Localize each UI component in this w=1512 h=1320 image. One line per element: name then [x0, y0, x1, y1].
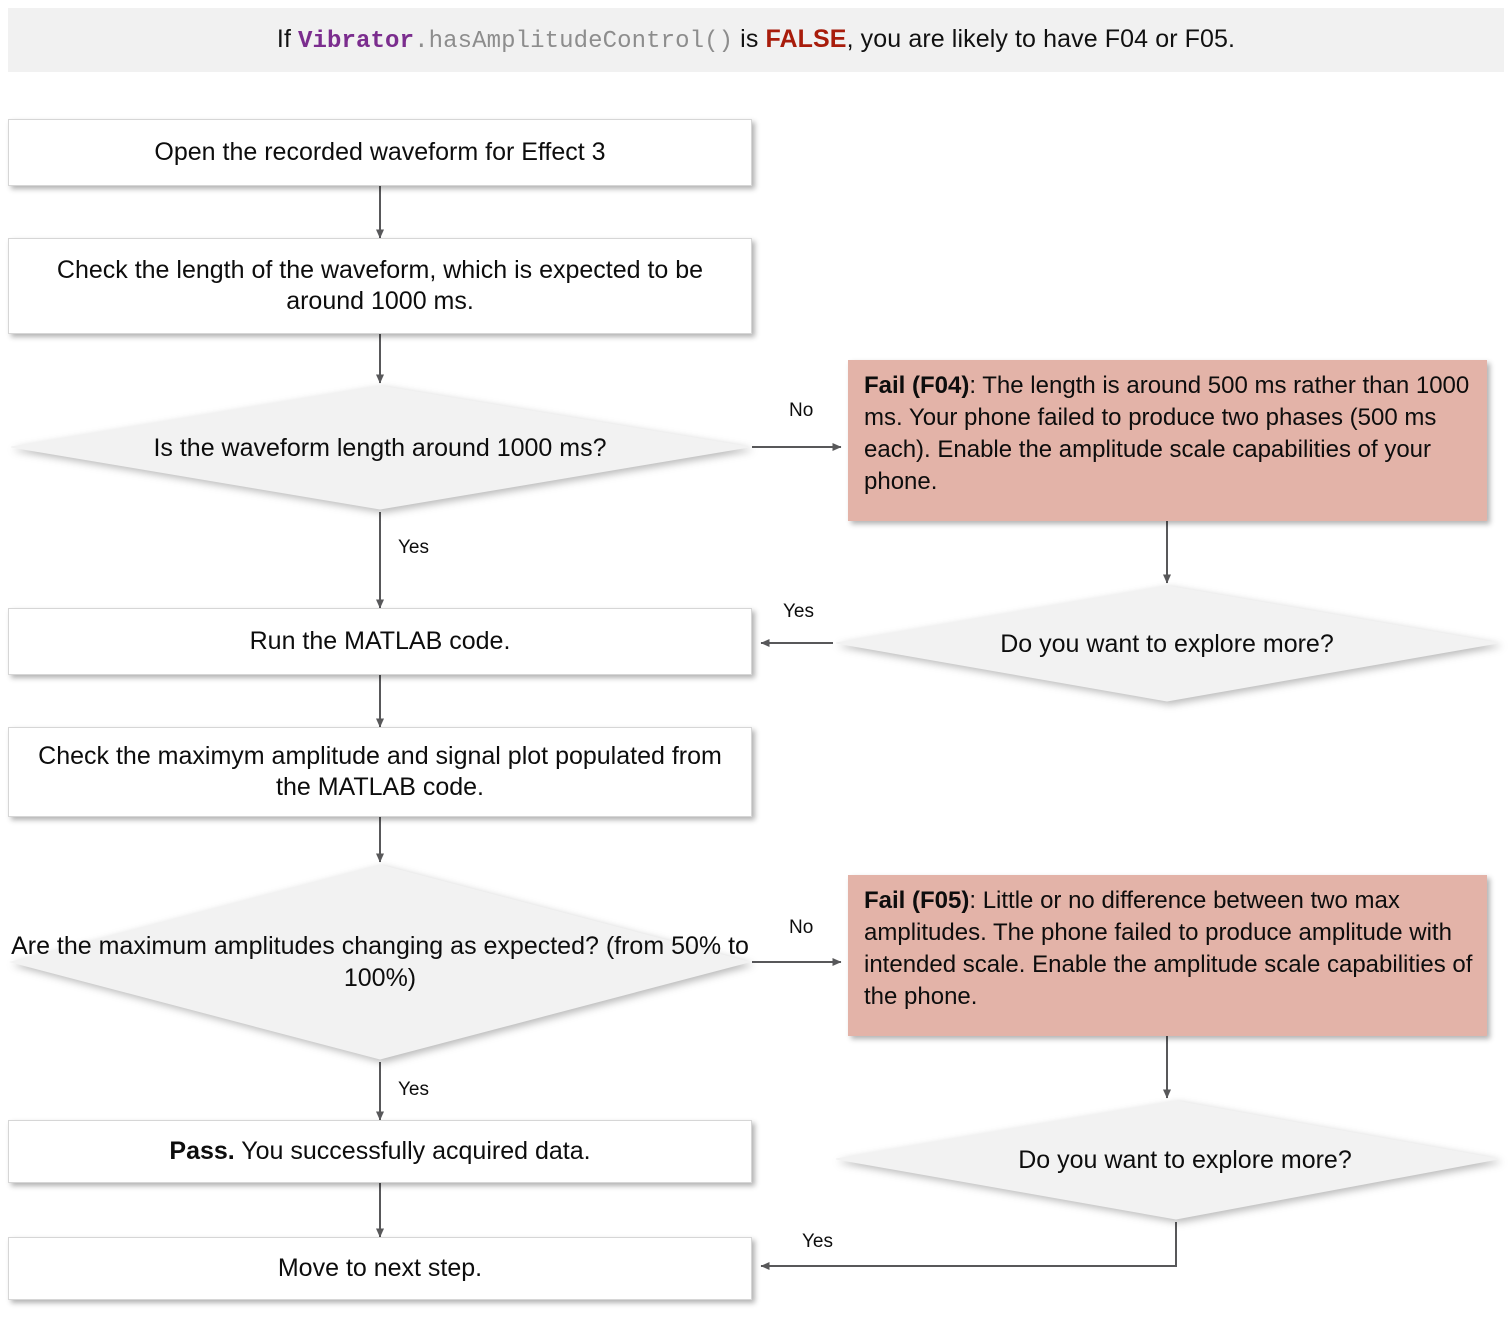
fail-box-f04-code: Fail (F04) [864, 372, 970, 399]
edge-label-yes-explore-1: Yes [783, 601, 814, 622]
header-text: If Vibrator.hasAmplitudeControl() is FAL… [277, 25, 1235, 55]
process-move-next[interactable]: Move to next step. [8, 1237, 752, 1300]
decision-waveform-length-shape [10, 385, 750, 510]
fail-box-f04: Fail (F04): The length is around 500 ms … [848, 360, 1487, 521]
header-code-class: Vibrator [298, 28, 415, 55]
process-check-amplitude-label: Check the maximym amplitude and signal p… [38, 741, 722, 801]
process-run-matlab[interactable]: Run the MATLAB code. [8, 608, 752, 675]
process-move-next-label: Move to next step. [277, 1253, 483, 1282]
edge-label-yes-2: Yes [398, 1079, 429, 1100]
process-pass-keyword: Pass. [169, 1136, 235, 1165]
edge-label-no-1: No [789, 400, 814, 421]
fail-box-f05-code: Fail (F05) [864, 887, 970, 914]
decision-amplitudes-changing-shape [9, 864, 751, 1060]
process-pass[interactable]: Pass. You successfully acquired data. [8, 1120, 752, 1183]
header-middle: is [733, 25, 766, 53]
decision-explore-more-2[interactable]: Do you want to explore more? [833, 1098, 1501, 1222]
header-prefix: If [276, 25, 299, 53]
fail-box-f05-text: Little or no difference between two max … [864, 887, 1473, 1010]
header-boolean-value: FALSE [765, 25, 847, 53]
header-banner: If Vibrator.hasAmplitudeControl() is FAL… [8, 8, 1504, 72]
process-run-matlab-label: Run the MATLAB code. [249, 626, 511, 655]
decision-explore-more-1-shape [835, 585, 1499, 702]
process-check-length[interactable]: Check the length of the waveform, which … [8, 238, 752, 334]
fail-box-f04-separator: : [969, 372, 983, 399]
fail-box-f05-separator: : [969, 887, 983, 914]
decision-explore-more-1[interactable]: Do you want to explore more? [833, 583, 1501, 704]
edge-label-yes-1: Yes [398, 537, 429, 558]
fail-box-f05: Fail (F05): Little or no difference betw… [848, 875, 1487, 1036]
process-check-amplitude[interactable]: Check the maximym amplitude and signal p… [8, 727, 752, 817]
process-open-waveform[interactable]: Open the recorded waveform for Effect 3 [8, 119, 752, 186]
process-check-length-label: Check the length of the waveform, which … [56, 255, 704, 315]
decision-explore-more-2-shape [835, 1100, 1499, 1220]
edge-label-no-2: No [789, 917, 814, 938]
header-suffix: , you are likely to have F04 or F05. [846, 25, 1236, 53]
fail-box-f04-text: The length is around 500 ms rather than … [864, 372, 1470, 495]
edge-label-yes-explore-2: Yes [802, 1231, 833, 1252]
process-pass-label: You successfully acquired data. [234, 1136, 591, 1165]
decision-amplitudes-changing[interactable]: Are the maximum amplitudes changing as e… [8, 862, 752, 1062]
process-open-waveform-label: Open the recorded waveform for Effect 3 [154, 137, 606, 166]
header-code-method: .hasAmplitudeControl() [414, 28, 734, 55]
decision-waveform-length[interactable]: Is the waveform length around 1000 ms? [8, 383, 752, 512]
